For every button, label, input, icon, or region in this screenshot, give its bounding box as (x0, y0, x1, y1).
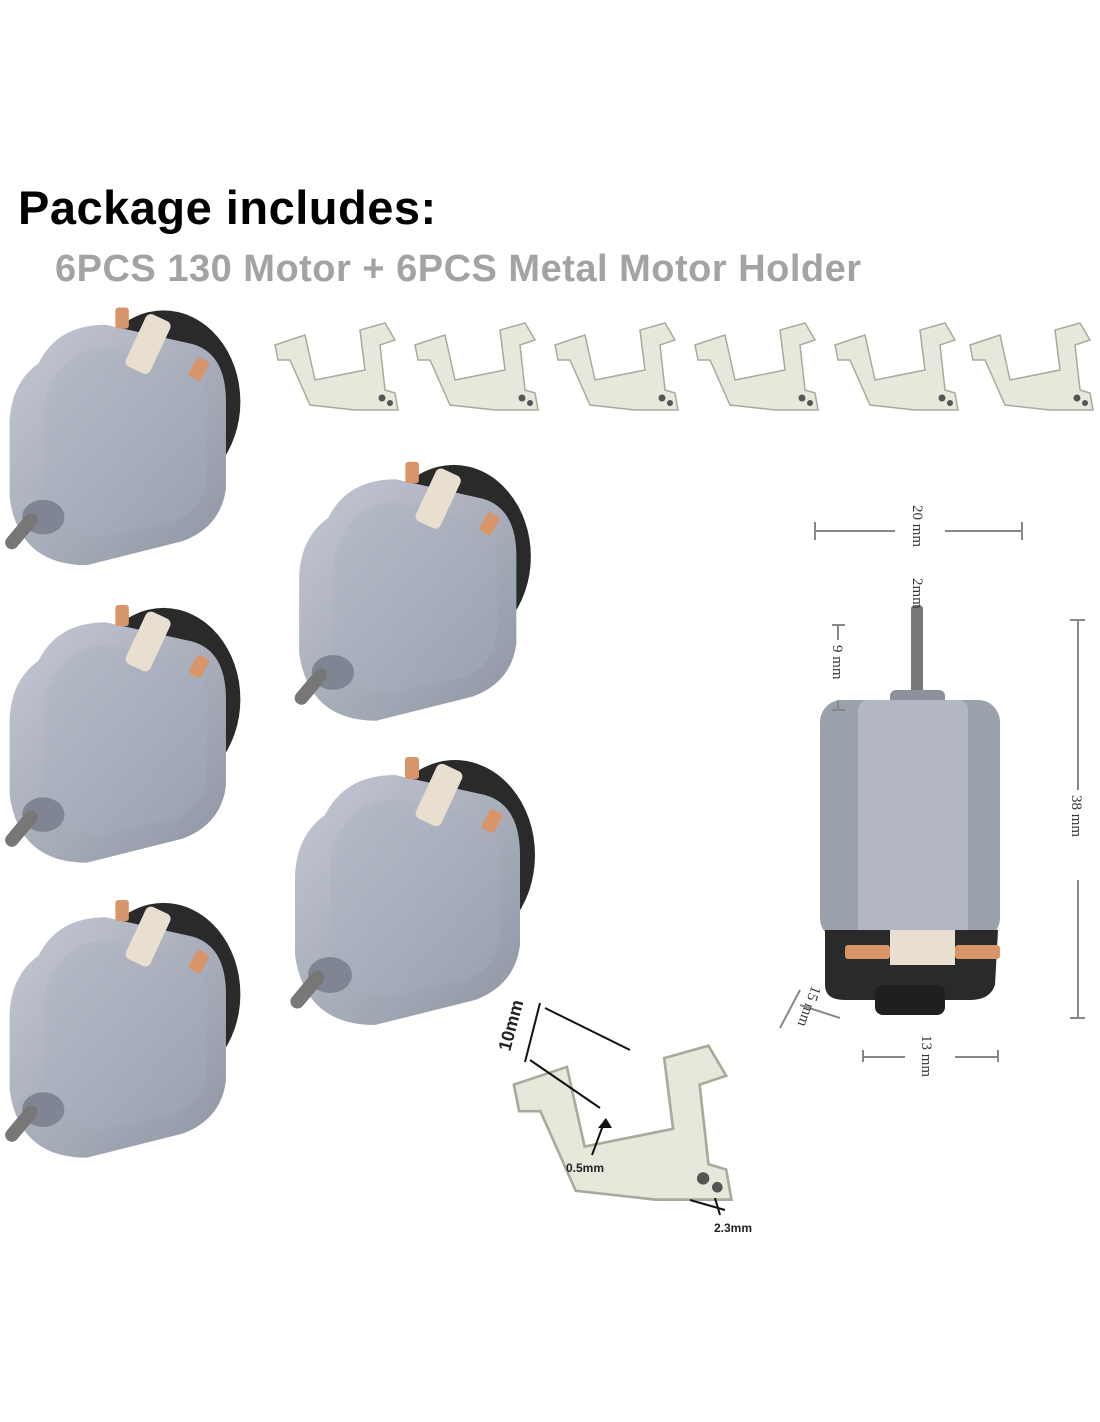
package-title: Package includes: (18, 181, 437, 234)
holder-width-label: 10mm (495, 998, 528, 1053)
dimension-motor (820, 605, 1000, 1015)
holder-4 (694, 322, 819, 411)
shaft-diameter-label: 2mm (909, 578, 925, 609)
length-label: 38 mm (1068, 795, 1084, 837)
holder-thickness-label: 0.5mm (566, 1161, 604, 1175)
holder-2 (414, 322, 539, 411)
shaft-length-label: 9 mm (829, 645, 845, 680)
motor-3 (2, 605, 241, 863)
motor-2 (291, 461, 531, 721)
holder-5 (834, 322, 959, 411)
end-cap-label: 13 mm (918, 1035, 934, 1077)
depth-label: 15 mm (794, 984, 824, 1029)
motor-1 (2, 307, 241, 566)
holder-3 (554, 322, 679, 411)
motor-5 (2, 900, 241, 1158)
holder-hole-label: 2.3mm (714, 1221, 752, 1235)
holder-1 (274, 322, 399, 411)
motor-4 (287, 757, 535, 1025)
dimension-holder (512, 1044, 733, 1201)
holder-6 (969, 322, 1094, 411)
dimension-lines (779, 522, 1085, 1062)
package-subtitle: 6PCS 130 Motor + 6PCS Metal Motor Holder (55, 248, 862, 290)
width-label: 20 mm (909, 505, 925, 547)
